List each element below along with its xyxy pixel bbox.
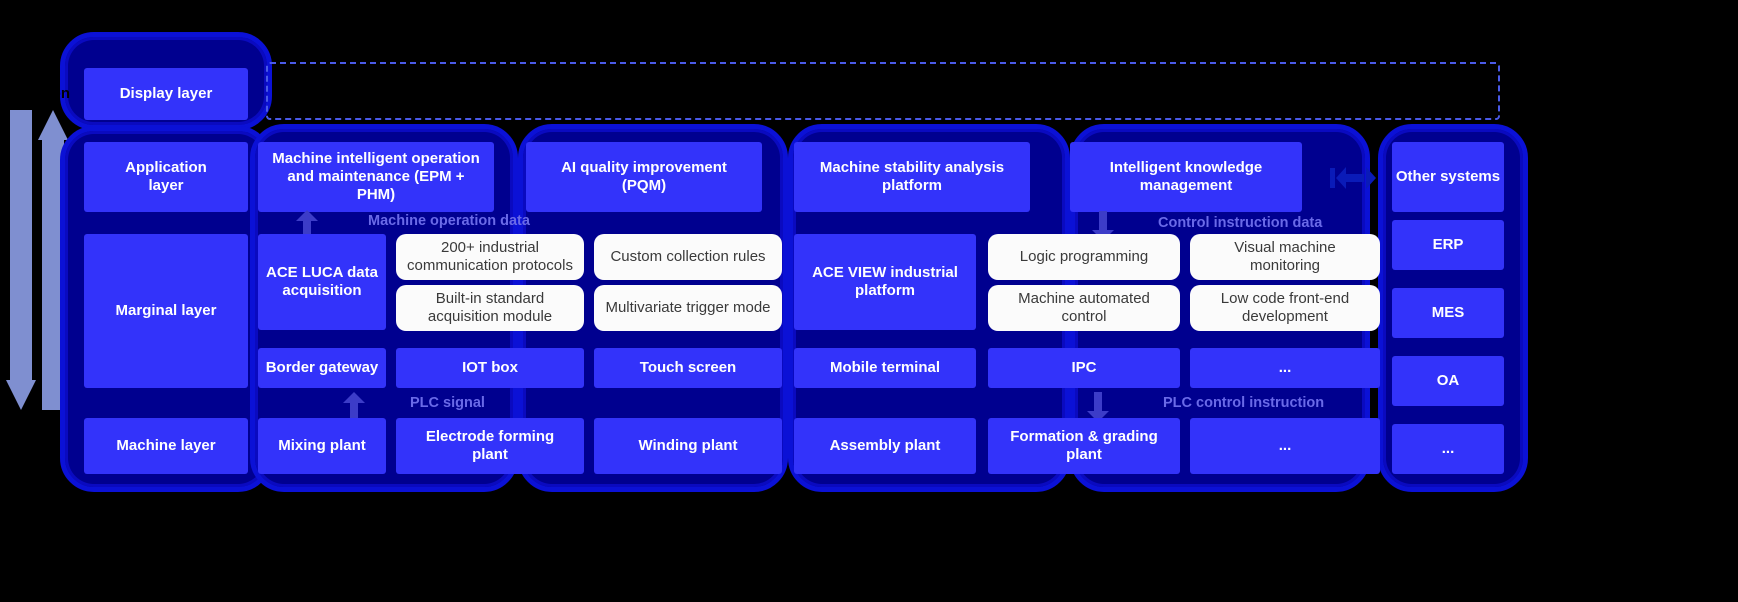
arrow-head bbox=[6, 380, 36, 410]
machine-card-2[interactable]: Winding plant bbox=[594, 418, 782, 474]
machine-card-1[interactable]: Electrode forming plant bbox=[396, 418, 584, 474]
plc-control-instruction-arrow bbox=[1087, 392, 1109, 422]
arrow-shaft bbox=[1099, 211, 1107, 231]
machine-card-0[interactable]: Mixing plant bbox=[258, 418, 386, 474]
bidirectional-connector-icon bbox=[1330, 164, 1376, 192]
arrow-shaft bbox=[1094, 392, 1102, 412]
gateway-card-1[interactable]: IOT box bbox=[396, 348, 584, 388]
gateway-card-5[interactable]: ... bbox=[1190, 348, 1380, 388]
flow-label-plc-signal: PLC signal bbox=[410, 395, 485, 411]
layer-label-display: Display layer bbox=[84, 68, 248, 120]
arrow-shaft bbox=[350, 402, 358, 422]
connector-bar bbox=[1330, 168, 1335, 188]
marginal-card-right-2[interactable]: Machine automated control bbox=[988, 285, 1180, 331]
arrow-shaft bbox=[10, 110, 32, 382]
marginal-card-left-0[interactable]: 200+ industrial communication protocols bbox=[396, 234, 584, 280]
platform-ace-view[interactable]: ACE VIEW industrial platform bbox=[794, 234, 976, 330]
gateway-card-3[interactable]: Mobile terminal bbox=[794, 348, 976, 388]
cropped-edge-caption: tion bbox=[42, 85, 71, 102]
flow-label-plc-control-instruction: PLC control instruction bbox=[1163, 395, 1325, 411]
marginal-card-left-2[interactable]: Built-in standard acquisition module bbox=[396, 285, 584, 331]
connector-arrow-left bbox=[1336, 167, 1346, 189]
arrow-shaft bbox=[303, 220, 311, 240]
downward-flow-arrow bbox=[6, 110, 36, 410]
arrow-head bbox=[343, 392, 365, 403]
flow-label-machine-operation-data: Machine operation data bbox=[368, 213, 530, 229]
gateway-card-0[interactable]: Border gateway bbox=[258, 348, 386, 388]
machine-card-5[interactable]: ... bbox=[1190, 418, 1380, 474]
machine-operation-data-arrow bbox=[296, 210, 318, 240]
flow-label-control-instruction-data: Control instruction data bbox=[1158, 215, 1323, 231]
machine-card-3[interactable]: Assembly plant bbox=[794, 418, 976, 474]
marginal-card-left-3[interactable]: Multivariate trigger mode bbox=[594, 285, 782, 331]
layer-label-application-line1: Application bbox=[125, 159, 207, 176]
layer-label-machine: Machine layer bbox=[84, 418, 248, 474]
plc-signal-arrow bbox=[343, 392, 365, 422]
marginal-card-left-1[interactable]: Custom collection rules bbox=[594, 234, 782, 280]
external-system-other[interactable]: Other systems bbox=[1392, 142, 1504, 212]
gateway-card-2[interactable]: Touch screen bbox=[594, 348, 782, 388]
application-card-1[interactable]: AI quality improvement (PQM) bbox=[526, 142, 762, 212]
marginal-card-right-0[interactable]: Logic programming bbox=[988, 234, 1180, 280]
external-system-mes[interactable]: MES bbox=[1392, 288, 1504, 338]
external-system-oa[interactable]: OA bbox=[1392, 356, 1504, 406]
arrow-head bbox=[1087, 411, 1109, 422]
layer-label-marginal: Marginal layer bbox=[84, 234, 248, 388]
application-card-2[interactable]: Machine stability analysis platform bbox=[794, 142, 1030, 212]
arrow-head bbox=[296, 210, 318, 221]
connector-arrow-right bbox=[1366, 167, 1376, 189]
side-flow-arrows bbox=[0, 110, 72, 420]
connector-body bbox=[1342, 174, 1364, 182]
upward-flow-arrow bbox=[38, 110, 68, 410]
application-card-3[interactable]: Intelligent knowledge management bbox=[1070, 142, 1302, 212]
arrow-head bbox=[38, 110, 68, 140]
arrow-shaft bbox=[42, 138, 64, 410]
external-system-erp[interactable]: ERP bbox=[1392, 220, 1504, 270]
machine-card-4[interactable]: Formation & grading plant bbox=[988, 418, 1180, 474]
layer-label-application-line2: layer bbox=[148, 177, 184, 194]
marginal-card-right-1[interactable]: Visual machine monitoring bbox=[1190, 234, 1380, 280]
layer-label-application: Application layer bbox=[84, 142, 248, 212]
display-layer-dashed-frame bbox=[266, 62, 1500, 120]
application-card-0[interactable]: Machine intelligent operation and mainte… bbox=[258, 142, 494, 212]
marginal-card-right-3[interactable]: Low code front-end development bbox=[1190, 285, 1380, 331]
platform-ace-luca[interactable]: ACE LUCA data acquisition bbox=[258, 234, 386, 330]
external-system-more[interactable]: ... bbox=[1392, 424, 1504, 474]
gateway-card-4[interactable]: IPC bbox=[988, 348, 1180, 388]
